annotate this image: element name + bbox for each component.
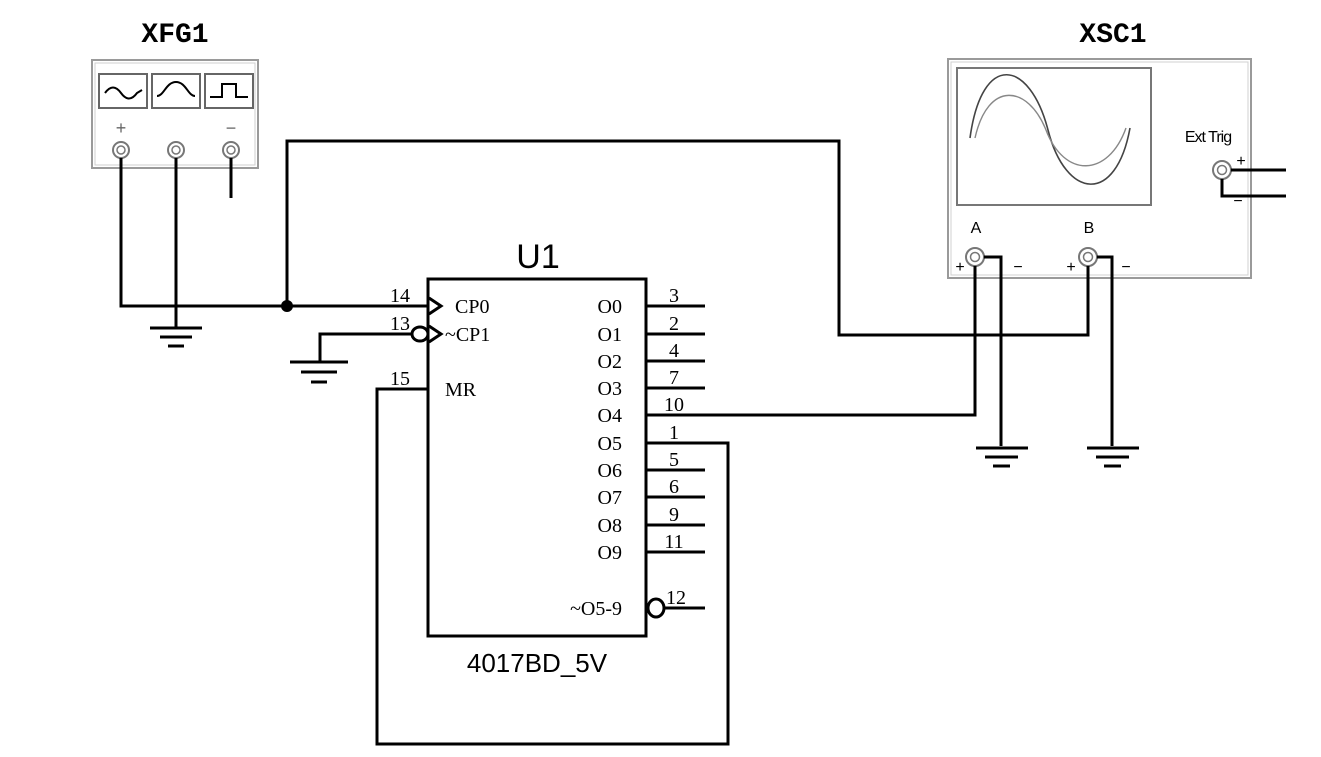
triangle-wave-icon[interactable] xyxy=(151,73,201,109)
pin-name: O2 xyxy=(598,351,622,373)
pin-number: 12 xyxy=(666,587,686,609)
ground-symbol xyxy=(976,446,1028,468)
chip-ref: U1 xyxy=(516,238,559,276)
ground-symbol xyxy=(1087,446,1139,468)
pin-number: 11 xyxy=(664,531,683,553)
channel-a-label: A xyxy=(971,220,982,237)
wire-clock-to-channel-b xyxy=(285,139,1090,337)
ext-trig-minus-label: − xyxy=(1233,193,1242,210)
pin-name: O4 xyxy=(598,405,622,427)
pin-name: MR xyxy=(445,379,477,401)
ext-trig-terminal[interactable] xyxy=(1212,160,1232,180)
pin-mr[interactable]: 15 MR xyxy=(390,368,477,401)
wires xyxy=(119,139,1286,746)
pin-name: O9 xyxy=(598,542,622,564)
clock-edge-marker xyxy=(428,324,444,344)
wire-cp1-ground xyxy=(318,332,412,361)
wire-fg-to-cp0 xyxy=(119,158,428,308)
pin-number: 4 xyxy=(669,340,679,362)
pin-name: CP0 xyxy=(455,296,489,318)
chip-part-number: 4017BD_5V xyxy=(467,648,608,678)
channel-a-plus-label: + xyxy=(955,259,964,276)
fg-minus-label: − xyxy=(226,118,237,138)
fg-plus-terminal[interactable] xyxy=(112,141,130,159)
pin-name: O5 xyxy=(598,433,622,455)
pin-number: 13 xyxy=(390,313,410,335)
function-generator-ref: XFG1 xyxy=(141,20,208,51)
pin-number: 15 xyxy=(390,368,410,390)
pin-number: 5 xyxy=(669,449,679,471)
pin-o8[interactable]: 9O8 xyxy=(598,504,705,537)
pin-o5[interactable]: 1O5 xyxy=(598,422,705,455)
pin-number: 3 xyxy=(669,285,679,307)
pin-o1[interactable]: 2O1 xyxy=(598,313,705,346)
pin-name: O0 xyxy=(598,296,622,318)
pin-cp0[interactable]: 14 CP0 xyxy=(390,285,489,318)
pin-o5-9[interactable]: 12 ~O5-9 xyxy=(570,587,705,620)
pin-number: 1 xyxy=(669,422,679,444)
channel-a-terminal[interactable] xyxy=(965,247,985,267)
pin-name: ~CP1 xyxy=(445,324,490,346)
oscilloscope-screen xyxy=(956,67,1152,206)
pin-number: 14 xyxy=(390,285,410,307)
wire-channel-a-ground xyxy=(984,255,1003,446)
wire-o5-to-mr xyxy=(375,387,730,746)
counter-chip[interactable]: U1 4017BD_5V 14 CP0 13 ~CP1 15 MR 3O02O1… xyxy=(390,238,705,678)
pin-name: O7 xyxy=(598,487,622,509)
fg-minus-terminal[interactable] xyxy=(222,141,240,159)
ground-symbol xyxy=(150,326,202,348)
oscilloscope[interactable]: XSC1 Ext Trig + − A + − B + xyxy=(947,20,1252,279)
channel-b-plus-label: + xyxy=(1066,259,1075,276)
wire-o4-to-channel-a xyxy=(650,266,977,417)
fg-plus-label: + xyxy=(116,118,127,138)
inversion-bubble xyxy=(410,325,430,343)
pin-name: ~O5-9 xyxy=(570,598,622,620)
pin-o2[interactable]: 4O2 xyxy=(598,340,705,373)
pin-name: O8 xyxy=(598,515,622,537)
pin-o3[interactable]: 7O3 xyxy=(598,367,705,400)
wire-channel-b-ground xyxy=(1097,255,1114,446)
pin-o6[interactable]: 5O6 xyxy=(598,449,705,482)
wire-junction xyxy=(281,300,293,312)
pin-name: O1 xyxy=(598,324,622,346)
wire-ext-trig-minus xyxy=(1220,179,1286,198)
pin-number: 2 xyxy=(669,313,679,335)
channel-a-minus-label: − xyxy=(1013,259,1022,276)
inversion-bubble xyxy=(646,597,666,619)
pin-cp1[interactable]: 13 ~CP1 xyxy=(390,313,490,346)
pin-number: 7 xyxy=(669,367,679,389)
fg-common-terminal[interactable] xyxy=(167,141,185,159)
ext-trig-plus-label: + xyxy=(1236,153,1245,170)
pin-number: 6 xyxy=(669,476,679,498)
channel-b-terminal[interactable] xyxy=(1078,247,1098,267)
ground-symbol xyxy=(290,360,348,384)
oscilloscope-ref: XSC1 xyxy=(1079,20,1146,51)
clock-edge-marker xyxy=(428,296,444,316)
pin-number: 10 xyxy=(664,394,684,416)
channel-b-minus-label: − xyxy=(1121,259,1130,276)
pin-o7[interactable]: 6O7 xyxy=(598,476,705,509)
ext-trig-label: Ext Trig xyxy=(1185,129,1231,146)
pin-number: 9 xyxy=(669,504,679,526)
pin-name: O3 xyxy=(598,378,622,400)
chip-body xyxy=(426,277,648,638)
sine-wave-icon[interactable] xyxy=(98,73,148,109)
square-wave-icon[interactable] xyxy=(204,73,254,109)
pin-name: O6 xyxy=(598,460,622,482)
pin-o0[interactable]: 3O0 xyxy=(598,285,705,318)
channel-b-label: B xyxy=(1084,220,1095,237)
function-generator[interactable]: XFG1 + − xyxy=(91,20,259,169)
